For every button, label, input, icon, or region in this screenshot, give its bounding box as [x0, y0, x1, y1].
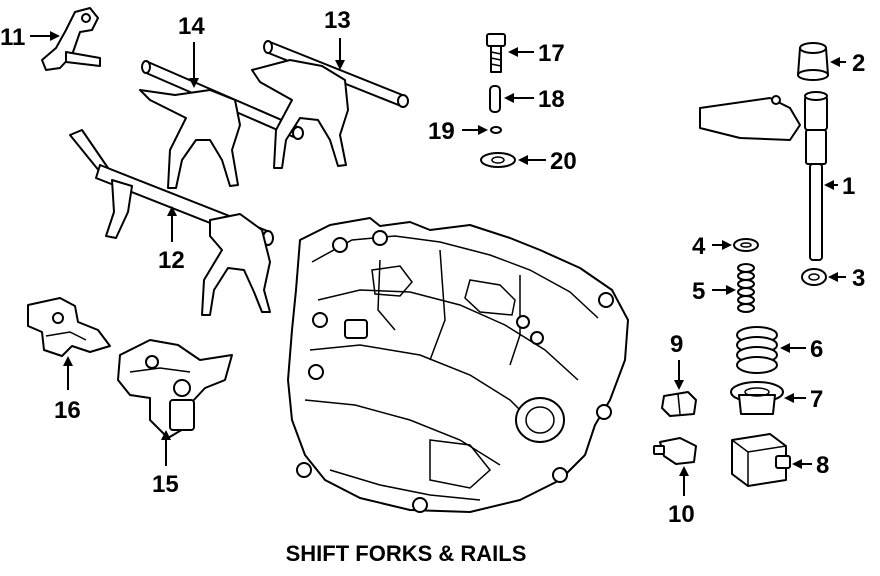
callout-18: 18: [538, 86, 565, 113]
part-18-pin: [489, 85, 501, 113]
transmission-case: [287, 217, 629, 513]
callout-10: 10: [668, 501, 695, 528]
part-13-shift-fork: [251, 40, 409, 169]
part-15-selector-assembly: [117, 339, 233, 439]
callout-19: 19: [428, 118, 455, 145]
part-6-spring: [736, 326, 778, 374]
part-4-washer: [733, 238, 759, 252]
callout-16: 16: [54, 397, 81, 424]
callout-15: 15: [152, 471, 179, 498]
callout-7: 7: [810, 386, 823, 413]
part-2-cap: [797, 42, 829, 81]
callout-11: 11: [0, 24, 25, 51]
callout-12: 12: [158, 247, 185, 274]
callout-13: 13: [324, 7, 351, 34]
callout-8: 8: [816, 452, 829, 479]
diagram-title: SHIFT FORKS & RAILS: [286, 541, 527, 566]
part-14-shift-fork: [139, 60, 304, 189]
leader-lines: [30, 31, 846, 496]
callout-2: 2: [852, 50, 865, 77]
callout-14: 14: [178, 13, 205, 40]
callout-17: 17: [538, 40, 565, 67]
part-3-washer: [801, 268, 827, 286]
part-20-washer: [480, 152, 516, 168]
part-17-bolt: [486, 33, 506, 73]
part-10-connector: [653, 437, 697, 465]
part-8-block: [731, 433, 791, 487]
callout-4: 4: [692, 233, 706, 260]
part-19-ring: [490, 126, 502, 134]
part-11-fork-bracket: [41, 7, 101, 71]
part-7-bushing: [730, 381, 784, 415]
part-12-shift-rail-fork: [69, 129, 274, 316]
callout-labels: 1 2 3 4 5 6 7 8 9 10 11 12 13 14 15 16 1…: [0, 7, 865, 528]
part-1-shift-shaft: [699, 91, 828, 261]
part-16-bracket: [27, 297, 111, 357]
callout-6: 6: [810, 336, 823, 363]
callout-3: 3: [852, 265, 865, 292]
callout-9: 9: [670, 331, 683, 358]
callout-5: 5: [692, 278, 705, 305]
part-5-spring: [737, 263, 755, 313]
part-9-clip: [661, 391, 697, 417]
callout-1: 1: [842, 173, 855, 200]
callout-20: 20: [550, 148, 577, 175]
